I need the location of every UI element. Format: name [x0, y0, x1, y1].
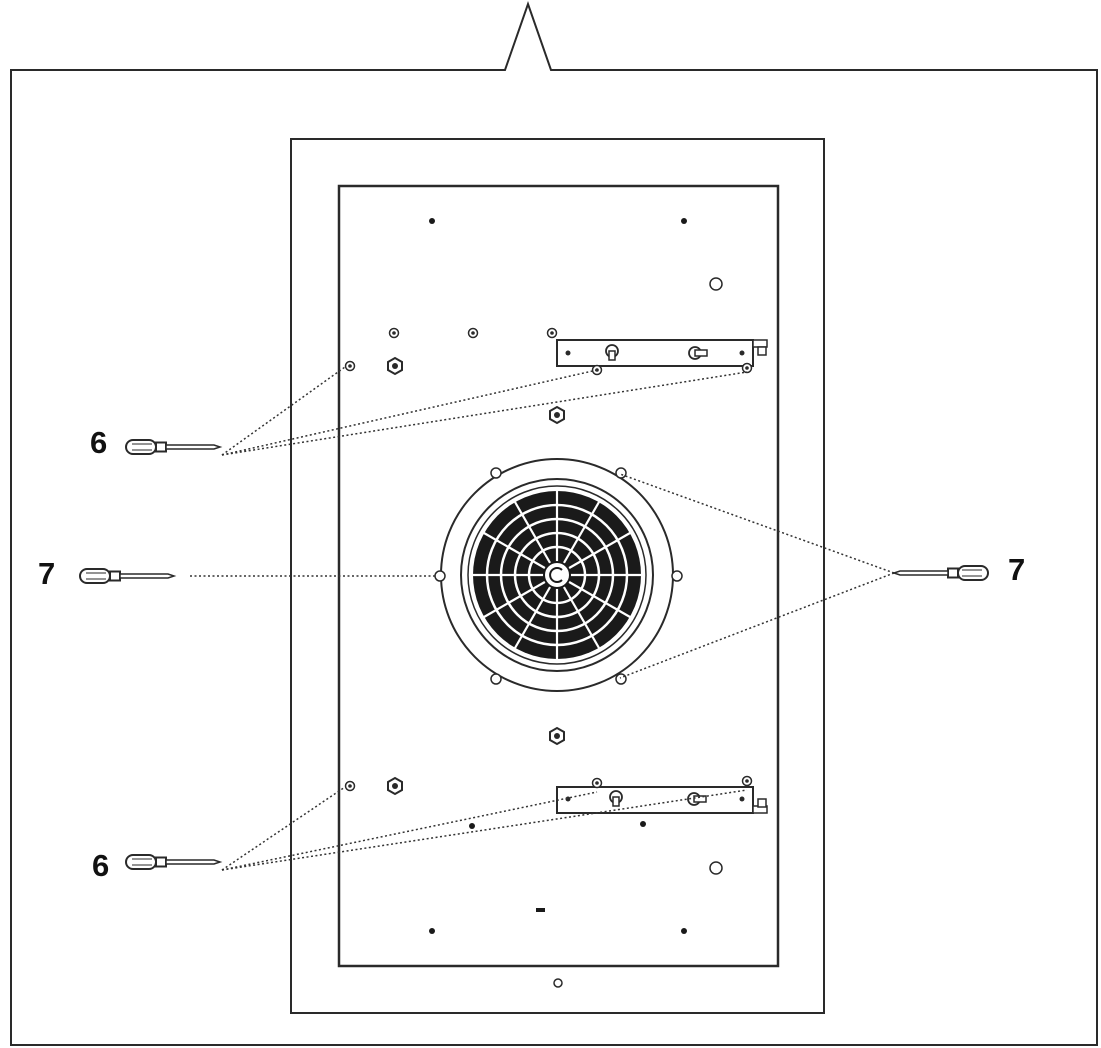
fan-grille — [473, 491, 641, 659]
callout-7-right: 7 — [1008, 552, 1025, 587]
fan-assembly — [434, 458, 683, 692]
lower-bracket — [556, 775, 768, 814]
panel-holes — [429, 218, 687, 934]
callout-6-upper: 6 — [90, 425, 107, 460]
hood-outline — [10, 0, 1098, 1046]
screwdriver-icon-upper-left — [125, 439, 221, 455]
upper-fasteners — [344, 327, 565, 424]
lower-fasteners — [344, 727, 565, 795]
screwdriver-icon-mid-left — [79, 568, 175, 584]
bottom-hole — [553, 978, 563, 988]
callout-6-lower: 6 — [92, 848, 109, 883]
screwdriver-icon-mid-right — [893, 565, 989, 581]
upper-bracket — [556, 339, 768, 376]
upper-right-hole — [709, 277, 723, 291]
lower-right-hole — [709, 861, 723, 875]
screwdriver-icon-lower-left — [125, 854, 221, 870]
callout-7-left: 7 — [38, 556, 55, 591]
leader-lines — [190, 366, 895, 871]
fan-tabs — [434, 467, 683, 685]
